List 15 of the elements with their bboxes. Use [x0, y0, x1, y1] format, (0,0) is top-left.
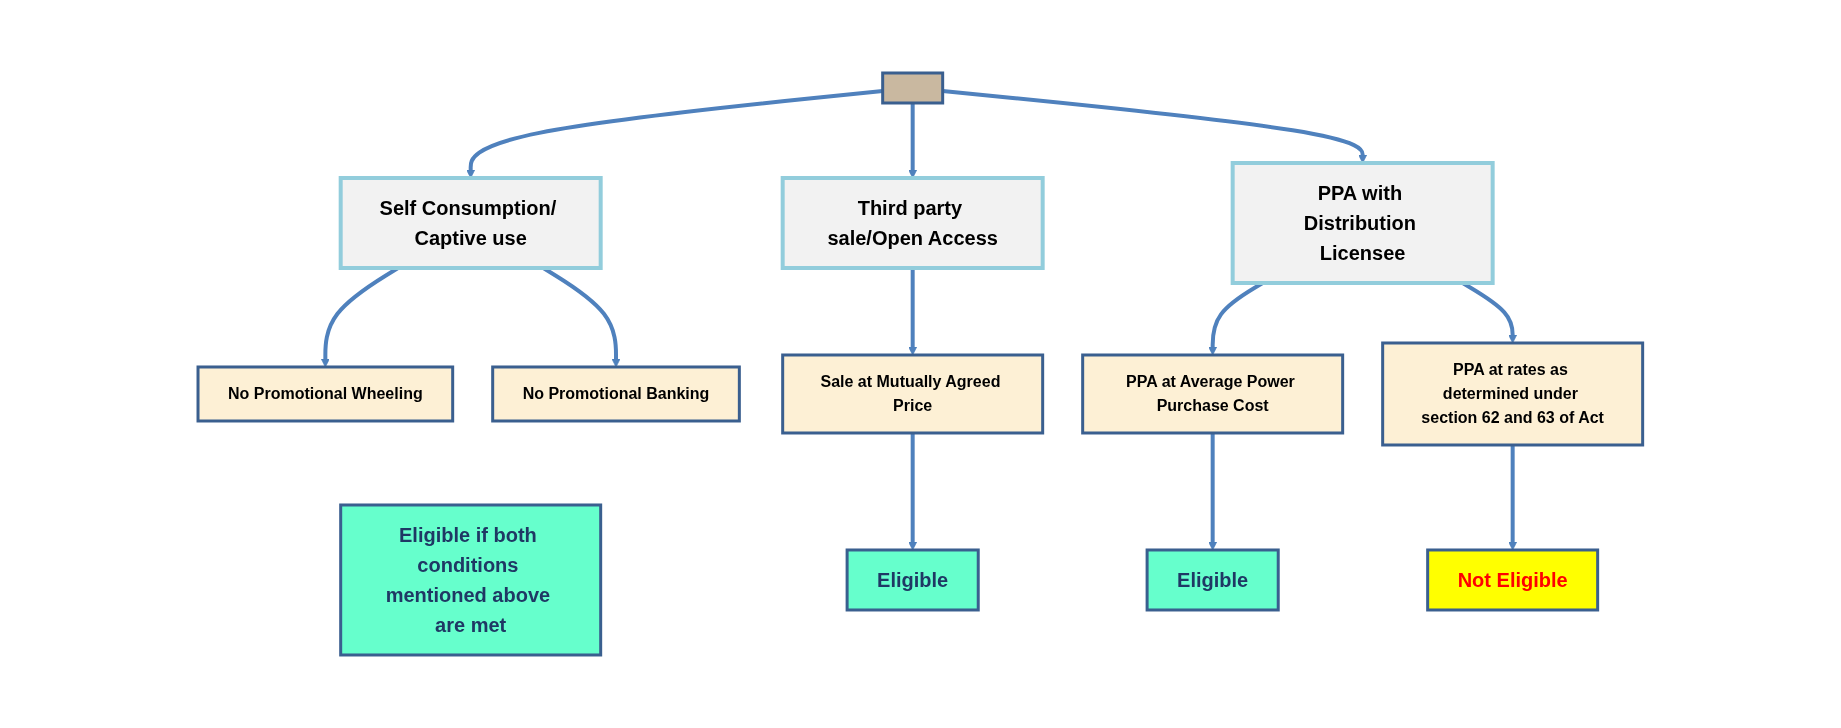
node-box: Eligible: [845, 548, 980, 612]
node-box: Not Eligible: [1426, 548, 1600, 612]
node-box: Sale at Mutually Agreed Price: [781, 353, 1045, 435]
node-box: PPA with Distribution Licensee: [1230, 161, 1495, 285]
node-box: Eligible if both conditions mentioned above are met: [339, 503, 603, 657]
node-box: Self Consumption/ Captive use: [338, 176, 603, 270]
node-box: Third party sale/Open Access: [780, 176, 1045, 270]
node-box: Eligible: [1145, 548, 1280, 612]
arrow: [942, 89, 1368, 164]
node-box: PPA at rates as determined under section 62 and 63 of Act: [1381, 341, 1645, 447]
node-box: [881, 71, 945, 105]
node-box: PPA at Average Power Purchase Cost: [1081, 353, 1345, 435]
arrow: [908, 103, 918, 179]
node-box: No Promotional Banking: [491, 365, 741, 423]
node-box: No Promotional Wheeling: [196, 365, 455, 423]
